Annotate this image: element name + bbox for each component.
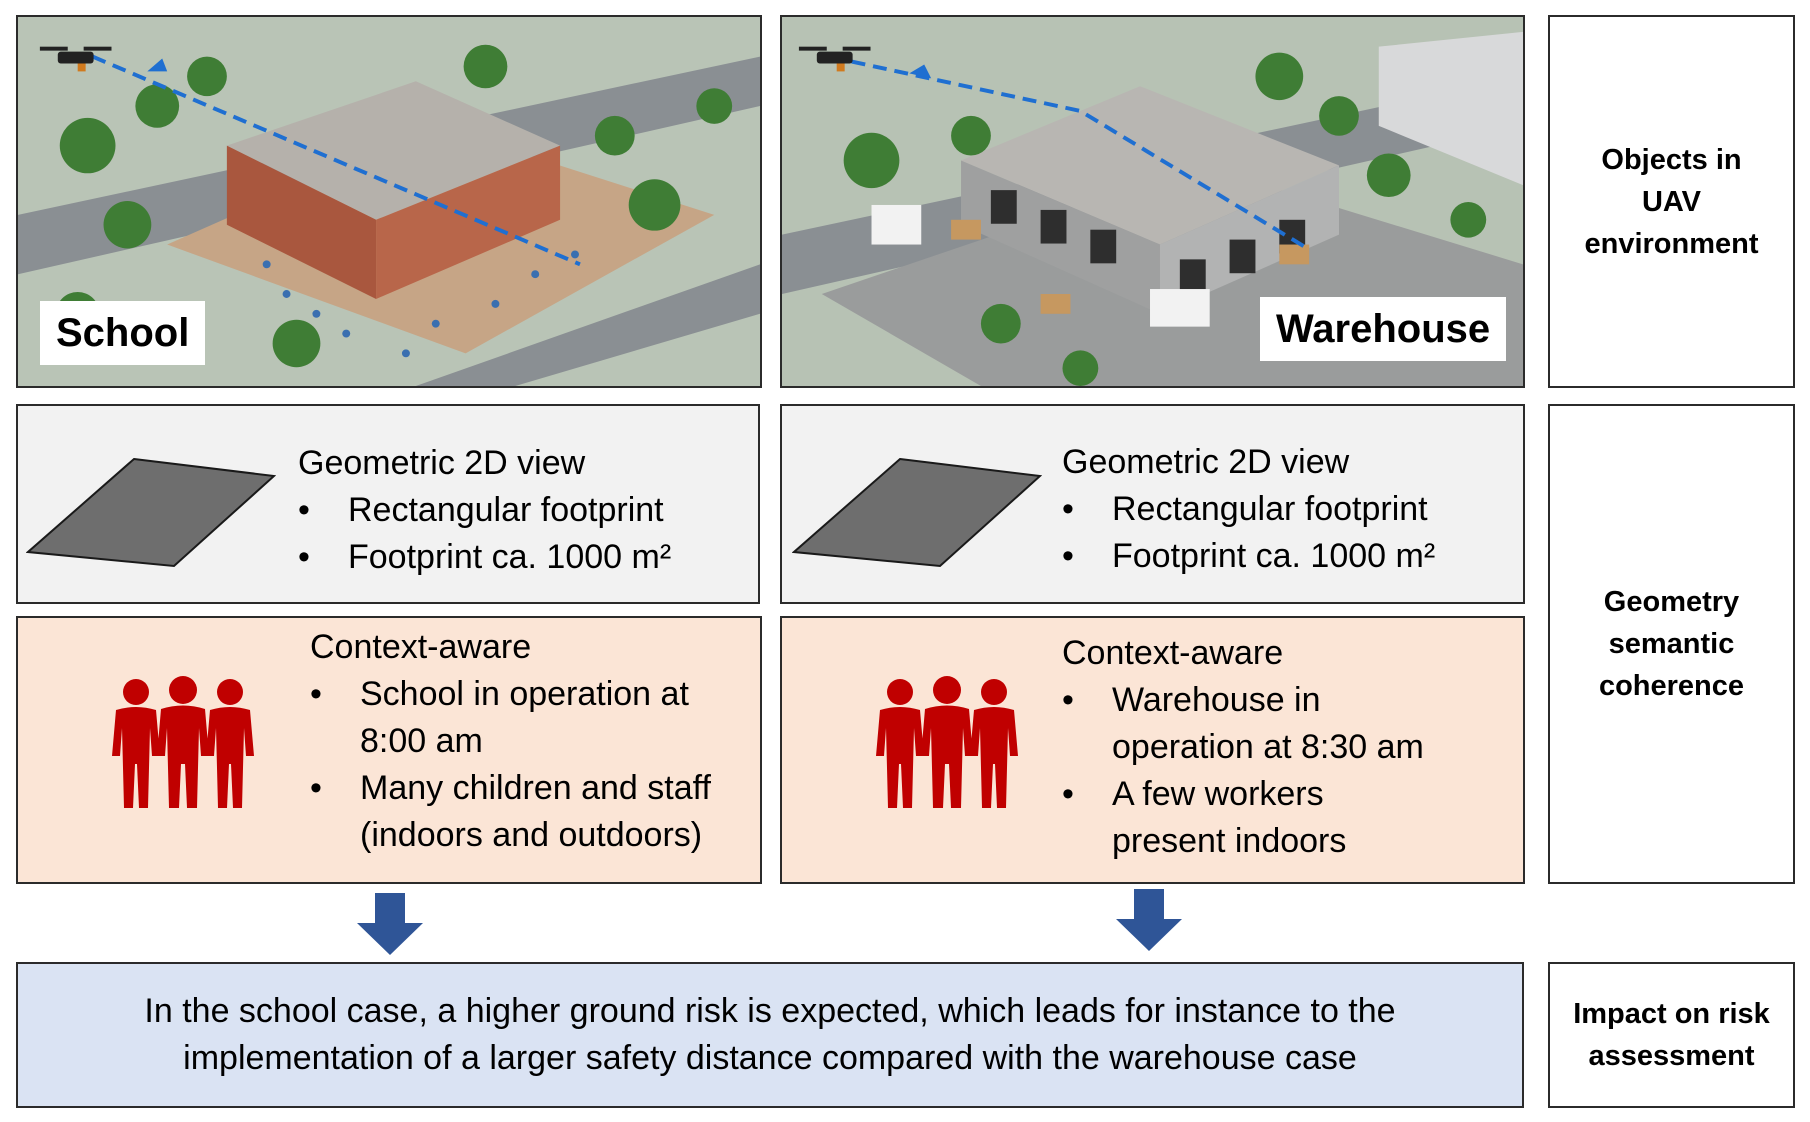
warehouse-geometric-bullet-1: Rectangular footprint <box>1062 486 1435 533</box>
school-context-bullet-1-line-2: 8:00 am <box>360 722 483 760</box>
warehouse-context-bullet-2-line-2: present indoors <box>1112 822 1347 860</box>
geometry-side-label: Geometry semantic coherence <box>1548 404 1795 884</box>
warehouse-context-box: Context-aware Warehouse in operation at … <box>780 616 1525 884</box>
warehouse-context-title: Context-aware <box>1062 634 1284 672</box>
school-context-bullet-2-line-2: (indoors and outdoors) <box>360 816 703 854</box>
warehouse-context-bullet-2-line-1: A few workers <box>1112 775 1324 813</box>
warehouse-context-text: Context-aware Warehouse in operation at … <box>1062 630 1424 865</box>
impact-side-label: Impact on risk assessment <box>1548 962 1795 1108</box>
impact-text: In the school case, a higher ground risk… <box>144 992 1396 1077</box>
warehouse-geometric-bullet-2: Footprint ca. 1000 m² <box>1062 533 1435 580</box>
school-geometric-box: Geometric 2D view Rectangular footprint … <box>16 404 760 604</box>
school-aerial-illustration <box>18 17 760 386</box>
school-context-bullet-1-line-1: School in operation at <box>360 675 689 713</box>
warehouse-context-bullet-2: A few workers present indoors <box>1062 771 1424 865</box>
school-context-bullet-2-line-1: Many children and staff <box>360 769 711 807</box>
geometry-side-label-text: Geometry semantic coherence <box>1598 586 1745 702</box>
warehouse-geometric-text: Geometric 2D view Rectangular footprint … <box>1062 439 1435 580</box>
school-label: School <box>40 301 206 365</box>
school-context-bullet-2: Many children and staff (indoors and out… <box>310 765 711 859</box>
warehouse-context-bullet-1-line-2: operation at 8:30 am <box>1112 728 1424 766</box>
impact-side-label-text: Impact on risk assessment <box>1573 998 1770 1072</box>
impact-box: In the school case, a higher ground risk… <box>16 962 1524 1108</box>
school-context-text: Context-aware School in operation at 8:0… <box>310 624 711 859</box>
warehouse-down-arrow <box>1116 889 1182 951</box>
warehouse-context-bullet-1-line-1: Warehouse in <box>1112 681 1321 719</box>
school-geometric-bullet-2: Footprint ca. 1000 m² <box>298 534 671 581</box>
school-context-title: Context-aware <box>310 628 532 666</box>
warehouse-context-bullet-1: Warehouse in operation at 8:30 am <box>1062 677 1424 771</box>
school-geometric-title: Geometric 2D view <box>298 444 586 482</box>
school-geometric-text: Geometric 2D view Rectangular footprint … <box>298 440 671 581</box>
warehouse-geometric-box: Geometric 2D view Rectangular footprint … <box>780 404 1525 604</box>
warehouse-image-panel: Warehouse <box>780 15 1525 388</box>
warehouse-label: Warehouse <box>1260 297 1507 361</box>
school-people-icon <box>112 676 254 808</box>
school-context-box: Context-aware School in operation at 8:0… <box>16 616 762 884</box>
objects-side-label: Objects in UAV environment <box>1548 15 1795 388</box>
warehouse-people-icon <box>876 676 1018 808</box>
school-geometric-bullet-1: Rectangular footprint <box>298 487 671 534</box>
objects-side-label-text: Objects in UAV environment <box>1584 143 1759 260</box>
warehouse-geometric-title: Geometric 2D view <box>1062 443 1350 481</box>
school-footprint-shape <box>26 457 276 568</box>
school-context-bullet-1: School in operation at 8:00 am <box>310 671 711 765</box>
school-down-arrow <box>357 893 423 955</box>
warehouse-footprint-shape <box>792 457 1042 568</box>
school-image-panel: School <box>16 15 762 388</box>
